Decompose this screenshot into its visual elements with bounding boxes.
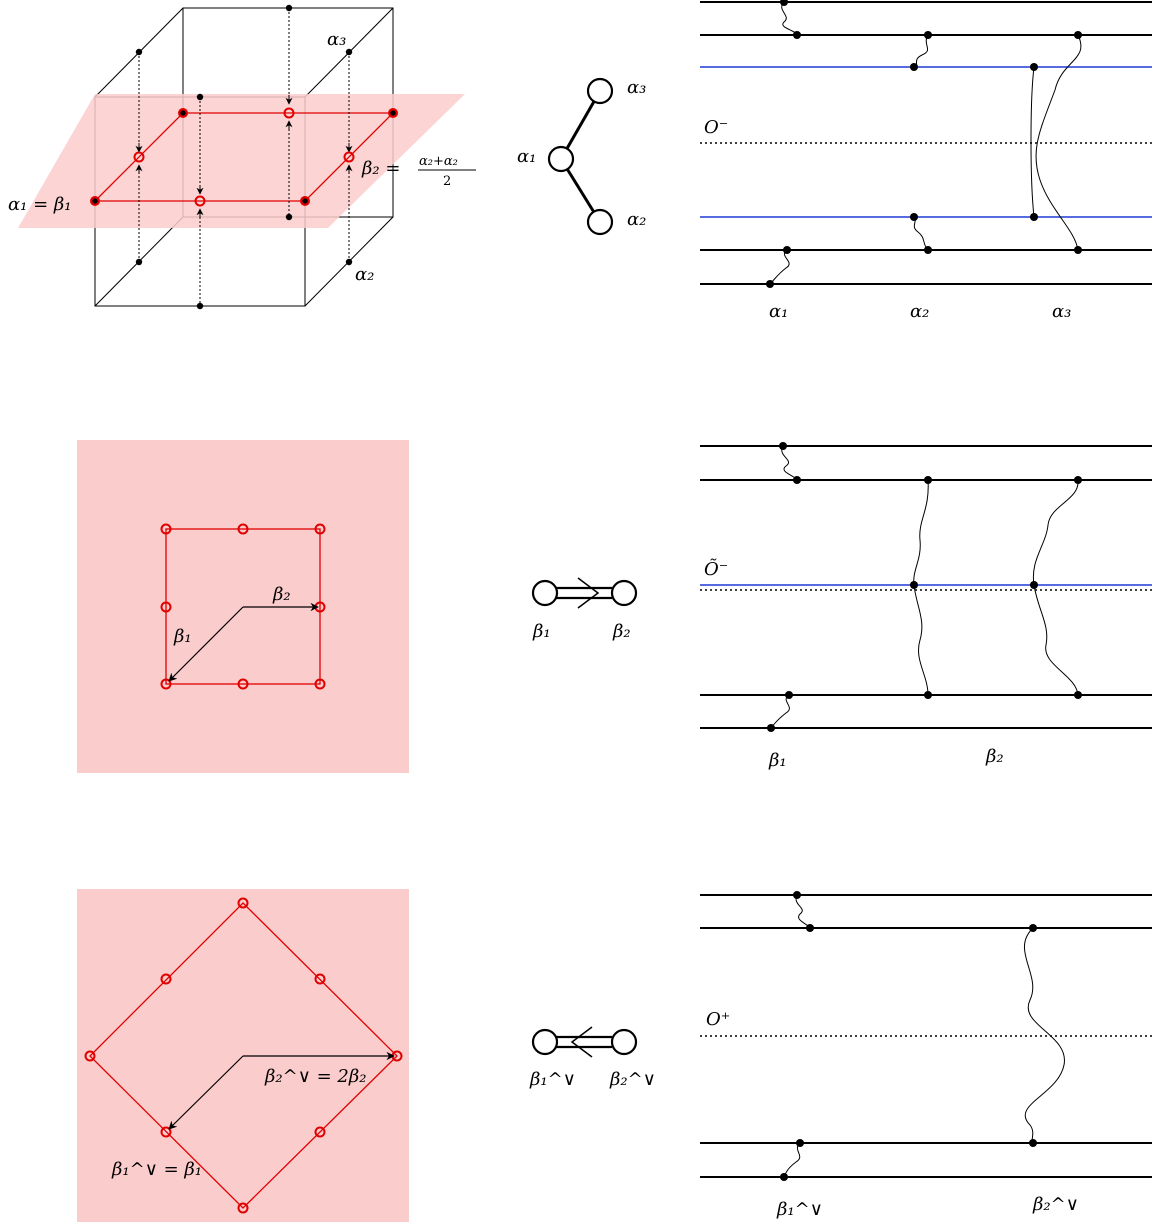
- dynkin-label-b2v: β₂^∨: [609, 1069, 656, 1090]
- label-b2-def: β₂ =: [361, 158, 400, 179]
- cube-diagram: α₁ = β₁ β₂ = α₂+α₂ 2 α₃ α₂: [8, 4, 476, 310]
- dynkin-c2: β₁^∨ β₂^∨: [529, 1026, 656, 1090]
- label-b2-den: 2: [443, 174, 451, 189]
- dynkin-label-a3: α₃: [627, 77, 646, 98]
- diamond-label-b2v: β₂^∨ = 2β₂: [264, 1066, 366, 1087]
- arrow-b1v: [168, 1055, 244, 1130]
- brane3-plane-label: O⁺: [706, 1009, 730, 1030]
- dynkin-label-a1: α₁: [517, 146, 536, 167]
- dynkin-label-b2: β₂: [612, 621, 631, 642]
- red-hollow-nodes: [133, 107, 355, 207]
- pink-plane: [18, 94, 465, 228]
- label-b2-num: α₂+α₂: [419, 154, 458, 169]
- brane3-label-b1v: β₁^∨: [776, 1199, 823, 1220]
- brane1-plane-label: O⁻: [704, 117, 728, 138]
- red-corner-nodes: [90, 108, 398, 206]
- brane-diagram-3: O⁺ β₁^∨ β₂^∨: [700, 891, 1152, 1220]
- dynkin-a3: α₃ α₁ α₂: [517, 77, 646, 236]
- dynkin-label-b1v: β₁^∨: [529, 1069, 576, 1090]
- diamond-label-b1v: β₁^∨ = β₁: [111, 1159, 202, 1180]
- brane-diagram-1: O⁻ α₁ α₂ α₃: [700, 0, 1152, 322]
- label-a1-eq-b1: α₁ = β₁: [8, 194, 72, 215]
- square-label-b2: β₂: [272, 584, 291, 605]
- brane2-label-b1: β₁: [768, 750, 787, 771]
- dynkin-label-a2: α₂: [627, 209, 646, 230]
- dynkin-b2: β₁ β₂: [531, 577, 638, 642]
- diamond-diagram: β₂^∨ = 2β₂ β₁^∨ = β₁: [77, 889, 409, 1222]
- brane2-plane-label: Õ⁻: [704, 557, 728, 580]
- brane-diagram-2: Õ⁻ β₁ β₂: [700, 442, 1152, 771]
- label-cube-a3: α₃: [327, 29, 346, 50]
- arrow-b1: [168, 606, 244, 682]
- dynkin-label-b1: β₁: [532, 621, 551, 642]
- square-label-b1: β₁: [173, 626, 192, 647]
- square-diagram: β₂ β₁: [77, 440, 409, 773]
- brane1-label-a1: α₁: [769, 301, 788, 322]
- brane2-label-b2: β₂: [985, 746, 1004, 767]
- brane3-label-b2v: β₂^∨: [1032, 1194, 1079, 1215]
- brane1-label-a2: α₂: [910, 301, 929, 322]
- label-cube-a2: α₂: [355, 264, 374, 285]
- brane1-label-a3: α₃: [1052, 301, 1071, 322]
